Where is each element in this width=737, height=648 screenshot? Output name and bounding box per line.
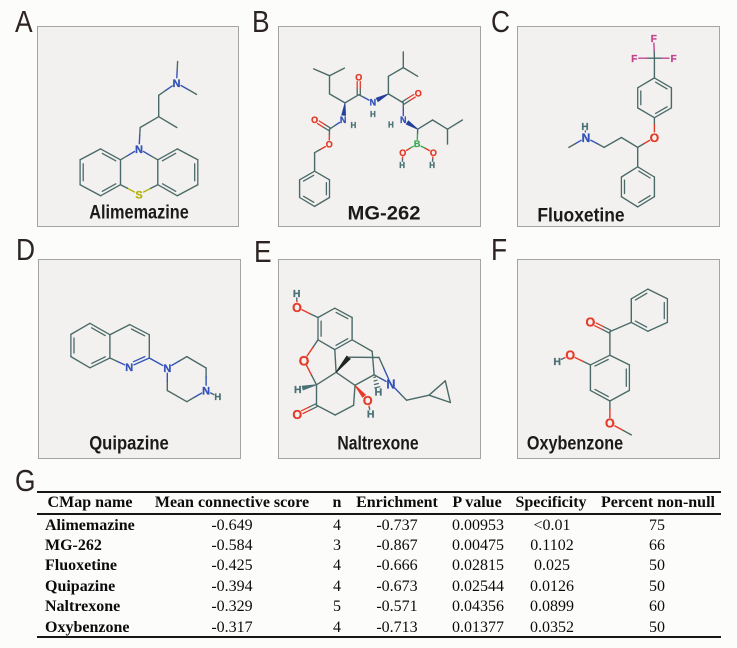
svg-text:O: O xyxy=(429,148,436,158)
svg-text:H: H xyxy=(292,288,300,300)
svg-text:H: H xyxy=(374,387,382,399)
svg-text:O: O xyxy=(298,353,309,368)
svg-text:B: B xyxy=(413,139,420,149)
svg-text:N: N xyxy=(135,144,143,156)
svg-text:H: H xyxy=(350,121,356,130)
svg-text:O: O xyxy=(292,301,302,315)
svg-text:H: H xyxy=(553,356,561,368)
svg-text:F: F xyxy=(631,54,637,65)
svg-text:O: O xyxy=(565,349,575,363)
svg-text:O: O xyxy=(586,315,596,329)
svg-text:N: N xyxy=(386,378,395,392)
svg-text:O: O xyxy=(325,140,332,150)
svg-text:O: O xyxy=(605,417,615,431)
svg-text:H: H xyxy=(366,409,374,421)
svg-text:O: O xyxy=(311,115,318,125)
svg-text:N: N xyxy=(582,131,591,145)
svg-text:O: O xyxy=(362,394,372,408)
svg-text:O: O xyxy=(650,131,659,145)
svg-text:H: H xyxy=(388,121,394,130)
svg-text:N: N xyxy=(173,78,181,90)
svg-text:O: O xyxy=(355,72,362,82)
svg-text:S: S xyxy=(135,189,142,201)
svg-text:N: N xyxy=(163,363,171,375)
svg-text:H: H xyxy=(370,110,376,119)
svg-text:N: N xyxy=(369,97,376,107)
svg-text:H: H xyxy=(399,161,405,170)
svg-text:N: N xyxy=(339,115,346,125)
svg-text:O: O xyxy=(414,89,421,99)
svg-text:N: N xyxy=(400,115,407,125)
svg-text:N: N xyxy=(125,362,133,374)
svg-text:H: H xyxy=(294,384,302,396)
svg-text:F: F xyxy=(670,54,676,65)
svg-text:O: O xyxy=(399,148,406,158)
svg-text:N: N xyxy=(202,386,210,398)
svg-text:O: O xyxy=(292,408,302,422)
svg-text:H: H xyxy=(429,161,435,170)
svg-text:H: H xyxy=(214,392,221,403)
svg-text:H: H xyxy=(581,122,588,133)
svg-text:F: F xyxy=(651,34,657,45)
